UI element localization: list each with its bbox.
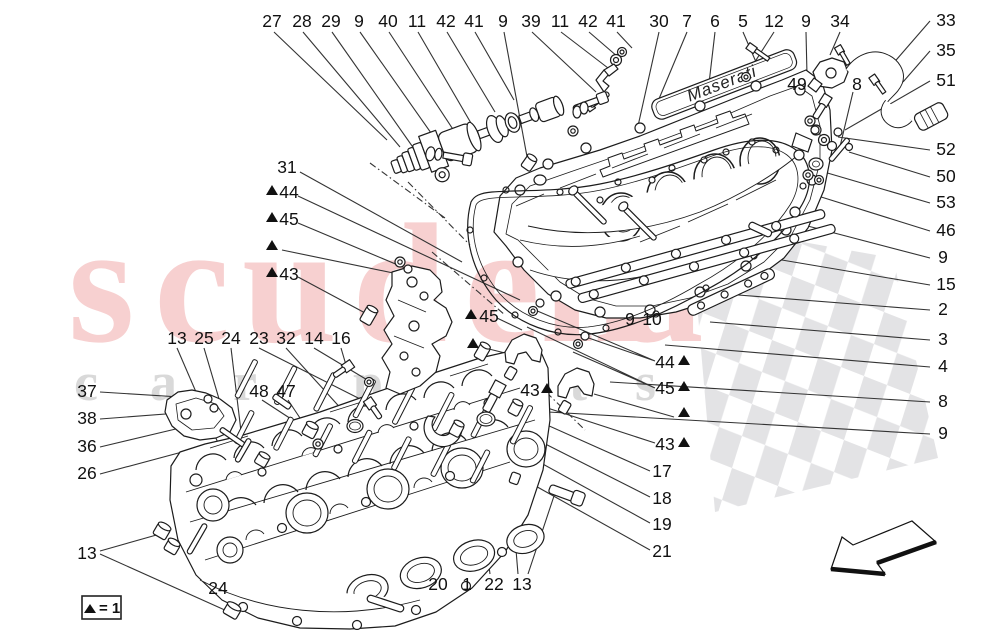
- svg-text:19: 19: [652, 514, 671, 534]
- svg-text:49: 49: [787, 74, 806, 94]
- svg-text:43: 43: [655, 434, 674, 454]
- svg-text:12: 12: [764, 11, 783, 31]
- svg-text:52: 52: [936, 139, 955, 159]
- svg-text:17: 17: [652, 461, 671, 481]
- svg-text:44: 44: [655, 352, 675, 372]
- svg-text:45: 45: [655, 378, 674, 398]
- svg-text:10: 10: [642, 309, 662, 329]
- svg-text:22: 22: [484, 574, 503, 594]
- svg-text:3: 3: [938, 329, 948, 349]
- svg-text:51: 51: [936, 70, 955, 90]
- svg-text:23: 23: [249, 328, 268, 348]
- svg-text:32: 32: [276, 328, 295, 348]
- svg-text:50: 50: [936, 166, 956, 186]
- svg-text:53: 53: [936, 192, 955, 212]
- svg-text:35: 35: [936, 40, 955, 60]
- svg-text:30: 30: [649, 11, 669, 31]
- svg-text:42: 42: [578, 11, 597, 31]
- svg-text:16: 16: [331, 328, 350, 348]
- svg-text:9: 9: [498, 11, 508, 31]
- svg-text:14: 14: [304, 328, 324, 348]
- svg-text:6: 6: [710, 11, 720, 31]
- svg-text:42: 42: [436, 11, 455, 31]
- svg-text:45: 45: [279, 209, 298, 229]
- svg-text:34: 34: [830, 11, 850, 31]
- svg-text:37: 37: [77, 381, 96, 401]
- svg-text:11: 11: [551, 11, 569, 31]
- svg-text:27: 27: [262, 11, 281, 31]
- svg-text:38: 38: [77, 408, 96, 428]
- svg-text:46: 46: [936, 220, 955, 240]
- svg-text:21: 21: [652, 541, 671, 561]
- svg-text:7: 7: [682, 11, 692, 31]
- svg-text:15: 15: [936, 274, 955, 294]
- svg-text:41: 41: [464, 11, 483, 31]
- svg-text:41: 41: [606, 11, 625, 31]
- svg-text:11: 11: [408, 11, 426, 31]
- svg-text:24: 24: [208, 578, 228, 598]
- svg-text:8: 8: [852, 74, 862, 94]
- svg-text:47: 47: [276, 381, 295, 401]
- svg-text:43: 43: [279, 264, 298, 284]
- svg-text:9: 9: [354, 11, 364, 31]
- svg-text:4: 4: [938, 356, 948, 376]
- svg-text:5: 5: [738, 11, 748, 31]
- svg-text:9: 9: [938, 423, 948, 443]
- svg-text:48: 48: [249, 381, 268, 401]
- svg-text:9: 9: [938, 247, 948, 267]
- svg-text:13: 13: [167, 328, 186, 348]
- svg-text:13: 13: [512, 574, 531, 594]
- svg-text:31: 31: [277, 157, 296, 177]
- svg-text:20: 20: [428, 574, 448, 594]
- svg-text:9: 9: [801, 11, 811, 31]
- svg-text:2: 2: [938, 299, 948, 319]
- svg-text:28: 28: [292, 11, 311, 31]
- svg-text:1: 1: [462, 574, 472, 594]
- svg-text:36: 36: [77, 436, 96, 456]
- svg-text:45: 45: [479, 306, 498, 326]
- svg-text:18: 18: [652, 488, 671, 508]
- svg-text:40: 40: [378, 11, 398, 31]
- svg-text:39: 39: [521, 11, 540, 31]
- svg-text:9: 9: [625, 309, 635, 329]
- svg-text:43: 43: [520, 380, 539, 400]
- svg-text:44: 44: [279, 182, 299, 202]
- svg-text:33: 33: [936, 10, 955, 30]
- svg-text:8: 8: [938, 391, 948, 411]
- svg-text:13: 13: [77, 543, 96, 563]
- svg-text:26: 26: [77, 463, 96, 483]
- svg-text:25: 25: [194, 328, 213, 348]
- svg-text:= 1: = 1: [99, 600, 120, 617]
- svg-text:29: 29: [321, 11, 340, 31]
- svg-text:24: 24: [221, 328, 241, 348]
